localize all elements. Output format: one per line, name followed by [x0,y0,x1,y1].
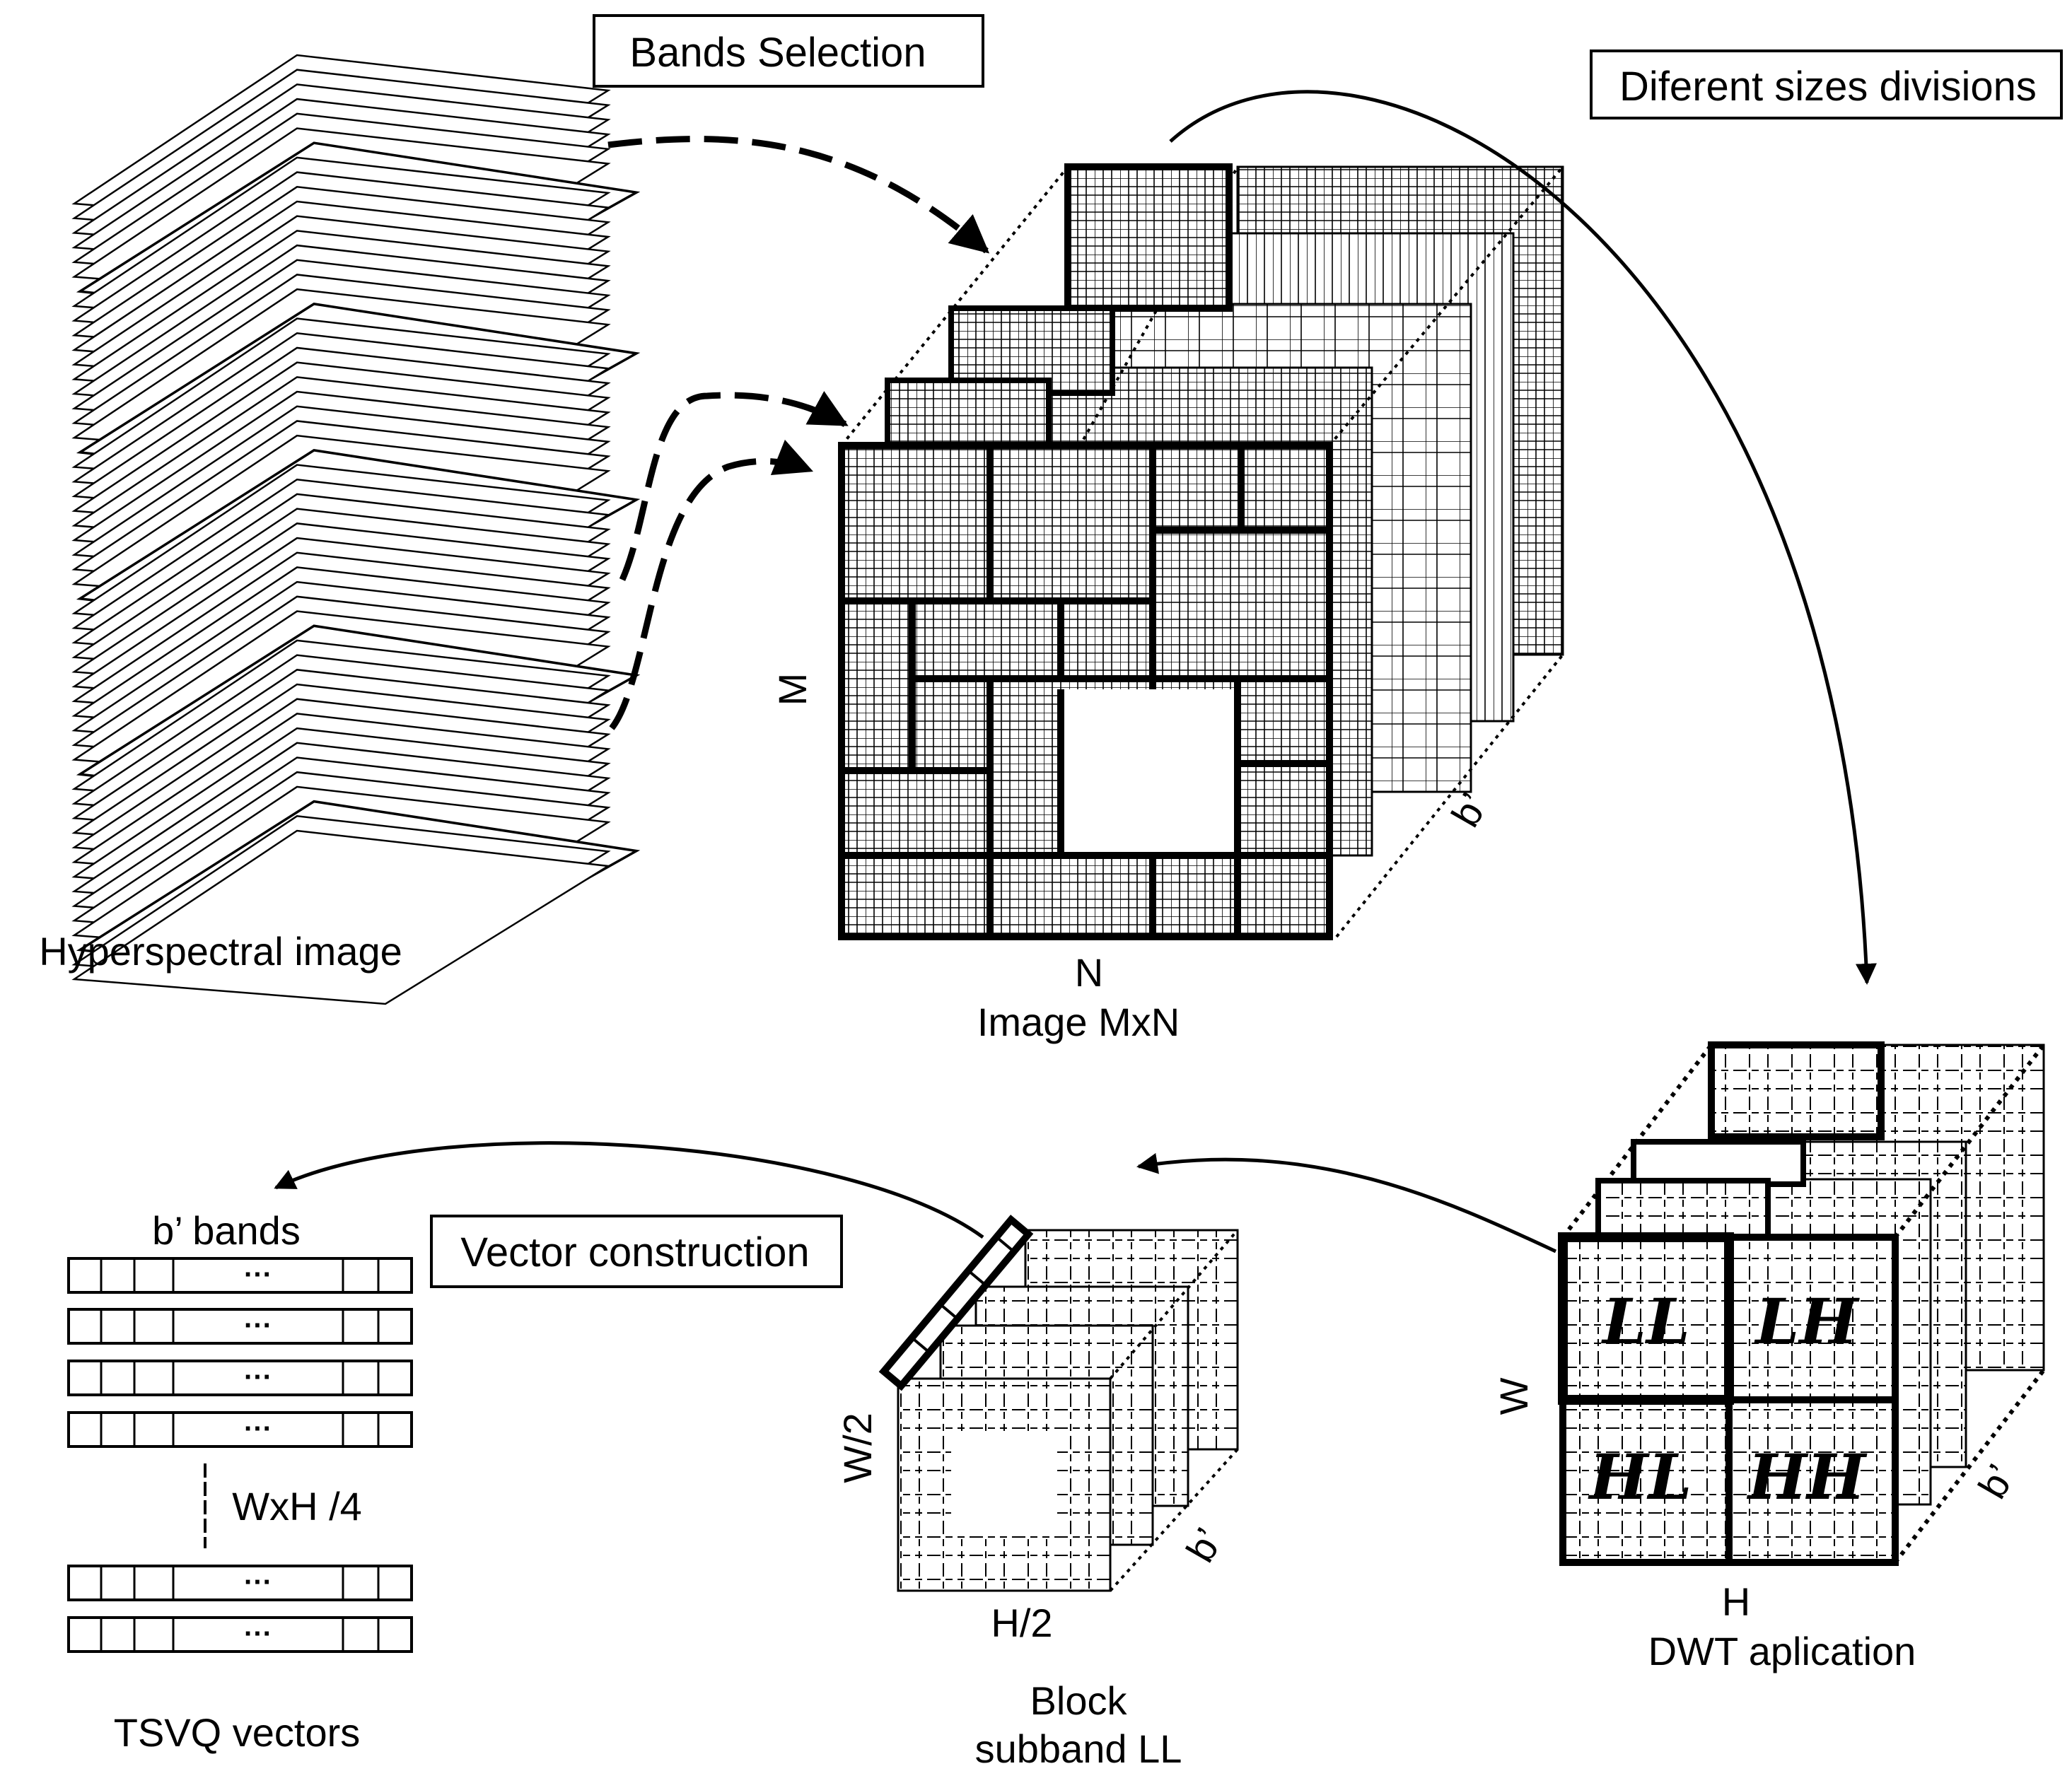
image-mxn-cube: M N Image MxN b’ [770,163,1564,1044]
block-spectral-vector [878,1215,1034,1391]
block-label-line1: Block [1030,1678,1128,1723]
dwt-front-face [1558,1232,1899,1566]
image-mxn-label: Image MxN [977,1000,1180,1044]
block-h2-label: H/2 [991,1601,1052,1645]
bands-selection-box: Bands Selection [593,14,984,88]
cube-selected-blocks [885,163,1233,454]
block-subband-ll-cube: W/2 H/2 b’ Block subband LL [835,1215,1239,1771]
block-bprime-label: b’ [1177,1521,1231,1570]
block-w2-label: W/2 [835,1413,880,1483]
tsvq-vector-row: ··· [67,1411,413,1448]
tsvq-ellipsis: ··· [244,1259,272,1290]
tsvq-ellipsis: ··· [244,1310,272,1341]
tsvq-ellipsis: ··· [244,1413,272,1444]
tsvq-row-group: ··· ··· ··· ··· ··· ··· [67,1257,413,1653]
hyperspectral-image-label: Hyperspectral image [39,929,402,974]
tsvq-vector-row: ··· [67,1616,413,1653]
different-sizes-divisions-label: Diferent sizes divisions [1619,64,2037,110]
tsvq-vectors: b’ bands ··· ··· ··· ··· ··· ··· WxH /4 TSVQ … [67,1208,413,1755]
tsvq-vector-row: ··· [67,1308,413,1345]
subband-lh: LH [1753,1285,1860,1358]
bands-selection-label: Bands Selection [629,30,926,76]
tsvq-count-label: WxH /4 [232,1484,362,1529]
tsvq-vector-row: ··· [67,1565,413,1601]
block-label-line2: subband LL [975,1726,1182,1771]
dwt-raised-blocks [1595,1041,1885,1240]
tsvq-ellipsis: ··· [244,1567,272,1598]
subband-hl: HL [1587,1440,1692,1514]
vector-construction-label: Vector construction [460,1229,809,1275]
bands-arrow-1 [607,136,990,254]
flow-arrows [274,90,1877,1253]
image-n-label: N [1075,950,1103,995]
tsvq-ellipsis: ··· [244,1618,272,1649]
bands-arrow-3 [609,439,814,730]
subband-ll: LL [1600,1285,1690,1358]
dwt-application-label: DWT aplication [1648,1629,1916,1673]
dwt-application-cube: LL LH HL HH W H DWT aplication b’ [1491,1041,2046,1673]
spectral-band-plane [71,829,611,1005]
block-to-vector-arrow [274,1141,984,1239]
tsvq-vector-row: ··· [67,1257,413,1294]
vector-construction-box: Vector construction [430,1215,843,1288]
tsvq-vector-row: ··· [67,1360,413,1396]
tsvq-ellipsis: ··· [244,1362,272,1393]
different-sizes-divisions-box: Diferent sizes divisions [1590,49,2063,119]
cube-front-face [838,442,1333,940]
bands-arrow-2 [619,391,849,581]
hyperspectral-band-stack [71,54,641,1005]
dwt-w-label: W [1491,1377,1536,1415]
dwt-bprime-label: b’ [1969,1457,2023,1506]
image-m-label: M [770,673,815,706]
divisions-arrow [1169,90,1877,985]
block-front-face [897,1377,1112,1592]
dwt-h-label: H [1722,1579,1750,1624]
dwt-to-block-arrow [1136,1152,1557,1253]
tsvq-vectors-label: TSVQ vectors [114,1710,361,1755]
tsvq-bands-label: b’ bands [152,1208,301,1253]
subband-hh: HH [1746,1440,1868,1514]
block-depth-edges [1109,1229,1239,1592]
